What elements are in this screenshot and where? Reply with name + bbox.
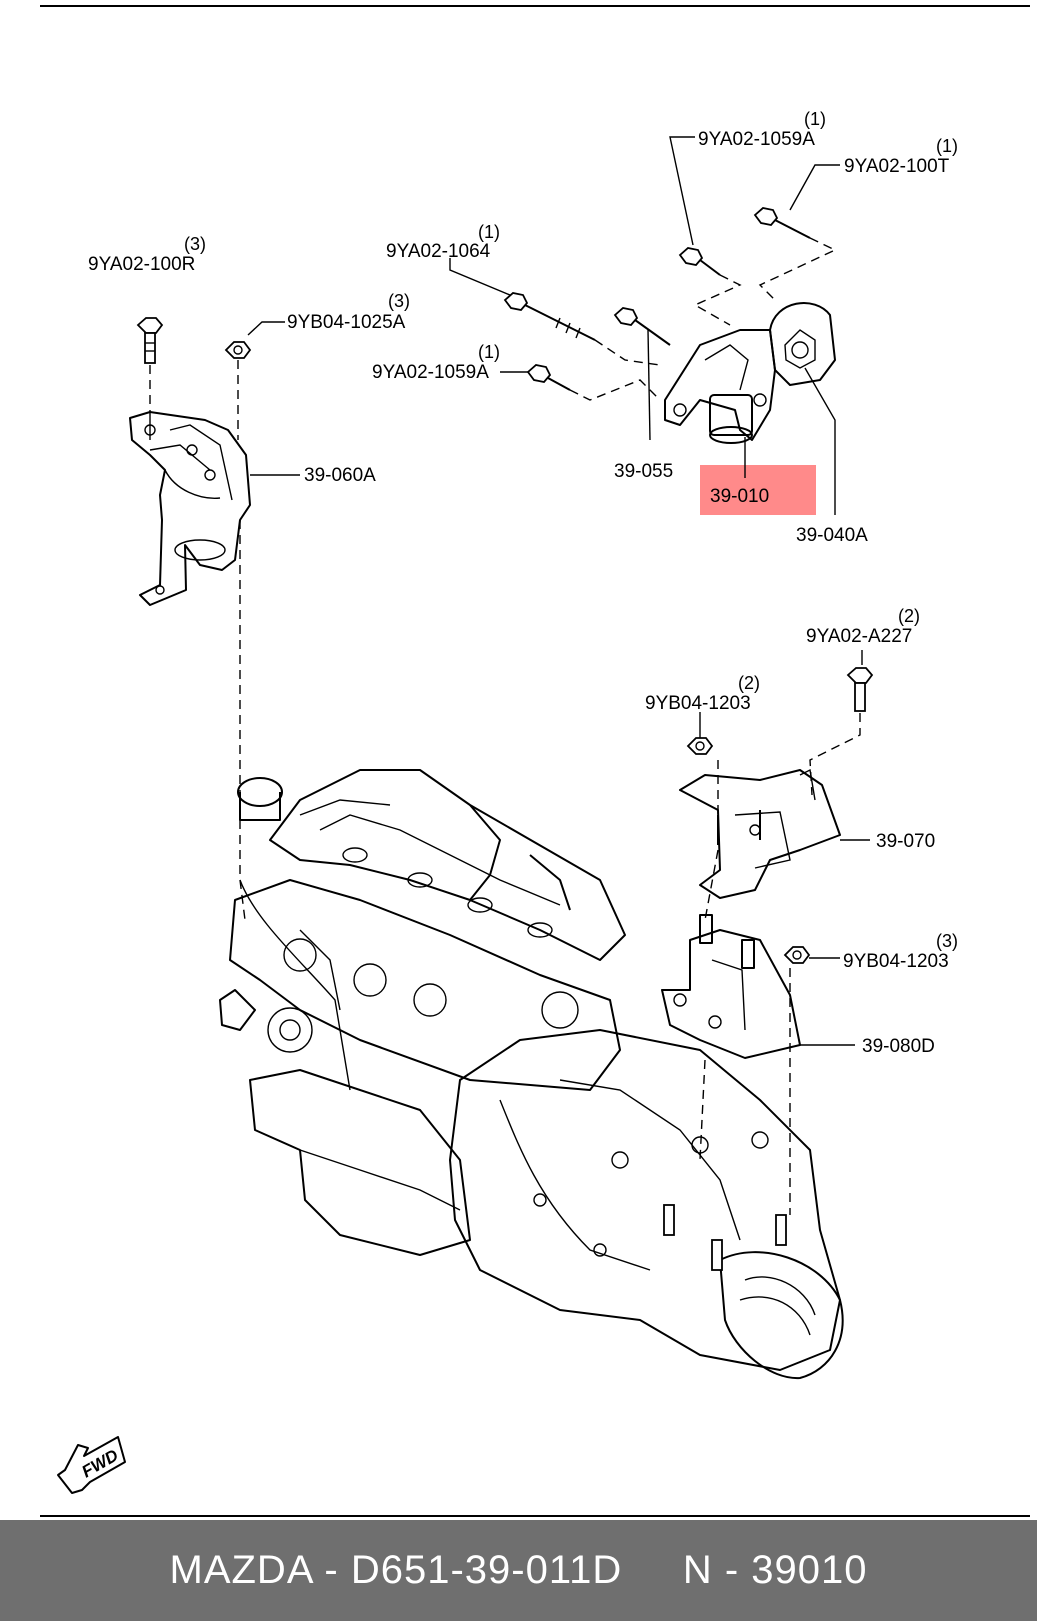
callout-9YA02-1064: (1) 9YA02-1064 [386,222,500,262]
callout-9YB04-1203-lower: (3) 9YB04-1203 [843,931,958,972]
bolt-9YA02-1064 [503,292,596,341]
svg-text:9YA02-1064: 9YA02-1064 [386,241,491,262]
engine-transmission [219,769,844,1380]
bolt-9YA02-1059A-top [678,247,721,276]
mount-39-070 [679,768,841,899]
mount-39-040A [769,302,836,386]
svg-text:9YA02-A227: 9YA02-A227 [806,626,912,647]
callout-39-055: 39-055 [614,461,673,482]
svg-text:(2): (2) [738,673,760,693]
bracket-39-055 [664,329,776,441]
nut-9YB04-1025A [224,341,252,359]
callout-9YB04-1025A: (3) 9YB04-1025A [287,291,410,333]
svg-text:(3): (3) [388,291,410,311]
svg-text:(3): (3) [184,234,206,254]
highlight-box [700,465,816,515]
callout-9YA02-A227: (2) 9YA02-A227 [806,606,920,647]
callout-9YA02-1059A-lower: (1) 9YA02-1059A [372,342,500,383]
fwd-arrow-icon: FWD [57,1436,126,1494]
mount-39-060A [129,411,251,606]
callout-39-060A: 39-060A [304,465,376,486]
callout-9YA02-100T: (1) 9YA02-100T [844,136,958,177]
nut-9YB04-1203-upper [686,737,714,755]
svg-text:9YA02-100T: 9YA02-100T [844,156,950,177]
svg-text:(3): (3) [936,931,958,951]
leader-lines [247,136,870,1046]
svg-text:9YB04-1203: 9YB04-1203 [843,951,949,972]
svg-text:9YB04-1025A: 9YB04-1025A [287,312,406,333]
svg-text:(2): (2) [898,606,920,626]
bolt-9YA02-100R [136,317,164,364]
bolt-9YA02-100T [753,207,811,239]
footer-bar: MAZDA - D651-39-011D N - 39010 [0,1520,1037,1621]
svg-text:(1): (1) [936,136,958,156]
engine-mount-diagram: FWD (1) 9YA02-1059A (1) 9YA02-100T (1) 9… [40,5,1030,1517]
callout-39-010: 39-010 [710,486,769,507]
callout-39-080D: 39-080D [862,1036,935,1057]
svg-text:9YA02-1059A: 9YA02-1059A [698,129,815,150]
callout-9YB04-1203-upper: (2) 9YB04-1203 [645,673,760,714]
callout-9YA02-1059A-top: (1) 9YA02-1059A [698,109,826,150]
svg-text:(1): (1) [804,109,826,129]
svg-text:9YA02-1059A: 9YA02-1059A [372,362,489,383]
callout-9YA02-100R: (3) 9YA02-100R [88,234,206,275]
callout-39-070: 39-070 [876,831,935,852]
svg-text:9YA02-100R: 9YA02-100R [88,254,195,275]
bolt-39-055 [613,307,671,346]
nut-9YB04-1203-lower [783,946,811,964]
callout-39-040A: 39-040A [796,525,868,546]
footer-part-number: MAZDA - D651-39-011D N - 39010 [169,1548,868,1592]
svg-text:(1): (1) [478,342,500,362]
mount-39-080D [661,914,801,1059]
svg-text:(1): (1) [478,222,500,242]
bolt-9YA02-A227 [846,667,874,712]
svg-text:9YB04-1203: 9YB04-1203 [645,693,751,714]
bolt-9YA02-1059A-lower [526,364,571,391]
bushing-39-010 [709,394,753,444]
